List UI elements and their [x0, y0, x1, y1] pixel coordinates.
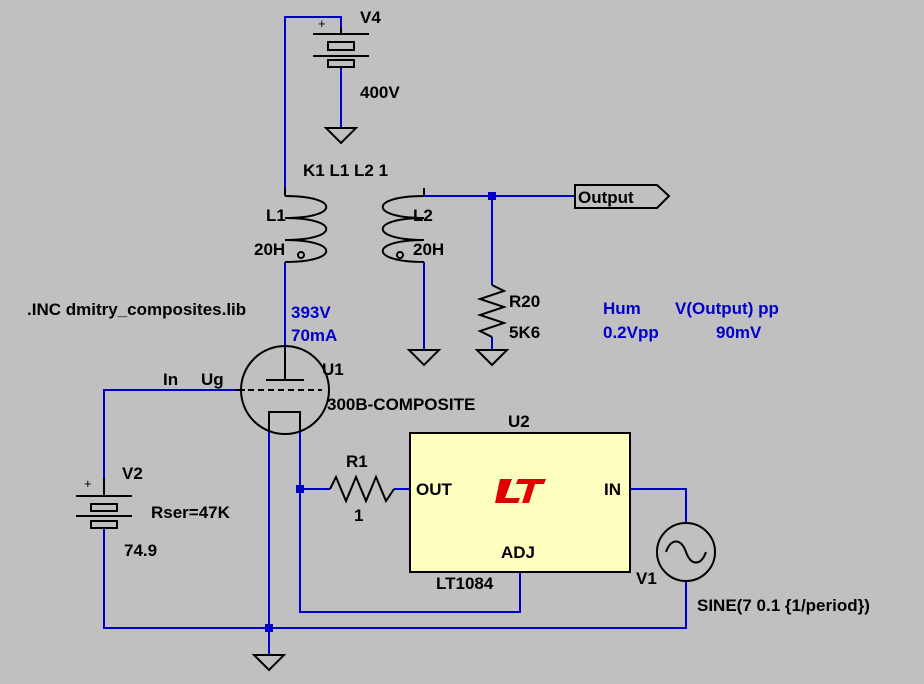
op-voltage-label: 393V [291, 303, 331, 322]
r1-name: R1 [346, 452, 368, 471]
l2-name: L2 [413, 206, 433, 225]
v1-sine-source-symbol[interactable] [656, 522, 716, 582]
lt-logo-icon [495, 479, 546, 503]
v2-value: 74.9 [124, 541, 157, 560]
u2-pin-adj: ADJ [501, 543, 535, 562]
u2-regulator-block[interactable] [409, 432, 631, 573]
u2-pin-out: OUT [416, 480, 453, 499]
l2-inductor-symbol[interactable] [381, 188, 425, 263]
l1-name: L1 [266, 206, 286, 225]
r20-resistor-symbol[interactable] [476, 284, 508, 338]
vout-title: V(Output) pp [675, 299, 779, 318]
v1-name: V1 [636, 569, 657, 588]
u2-part: LT1084 [436, 574, 494, 593]
output-label-text: Output [578, 188, 634, 207]
u1-model: 300B-COMPOSITE [327, 395, 475, 414]
junction-dots [265, 192, 496, 632]
l1-value: 20H [254, 240, 285, 259]
v4-value: 400V [360, 83, 400, 102]
l2-value: 20H [413, 240, 444, 259]
u1-pin-ug: Ug [201, 370, 224, 389]
ground-symbol-l2 [406, 349, 442, 367]
v2-name: V2 [122, 464, 143, 483]
v2-battery-symbol[interactable]: + [76, 476, 132, 529]
v1-value: SINE(7 0.1 {1/period}) [697, 596, 870, 615]
v2-rser: Rser=47K [151, 503, 231, 522]
u1-triode-symbol[interactable] [236, 345, 330, 435]
r1-value: 1 [354, 506, 363, 525]
ground-symbol-r20 [474, 349, 510, 367]
r1-resistor-symbol[interactable] [329, 474, 395, 504]
ground-symbol-main [251, 654, 287, 672]
vout-value: 90mV [716, 323, 762, 342]
u2-name: U2 [508, 412, 530, 431]
v4-name: V4 [360, 8, 381, 27]
op-current-label: 70mA [291, 326, 337, 345]
include-directive[interactable]: .INC dmitry_composites.lib [27, 300, 246, 319]
u2-pin-in: IN [604, 480, 621, 499]
output-net-label[interactable]: Output [574, 184, 671, 209]
r20-name: R20 [509, 292, 540, 311]
l1-inductor-symbol[interactable] [284, 188, 328, 263]
hum-value: 0.2Vpp [603, 323, 659, 342]
plus-sign: + [318, 16, 326, 31]
hum-title: Hum [603, 299, 641, 318]
wires [103, 16, 687, 655]
u1-name: U1 [322, 360, 344, 379]
r20-value: 5K6 [509, 323, 540, 342]
u1-pin-in: In [163, 370, 178, 389]
plus-sign: + [84, 476, 92, 491]
v4-battery-symbol[interactable]: + [313, 16, 369, 68]
ground-symbol-v4 [323, 127, 359, 145]
coupling-statement: K1 L1 L2 1 [303, 161, 388, 180]
